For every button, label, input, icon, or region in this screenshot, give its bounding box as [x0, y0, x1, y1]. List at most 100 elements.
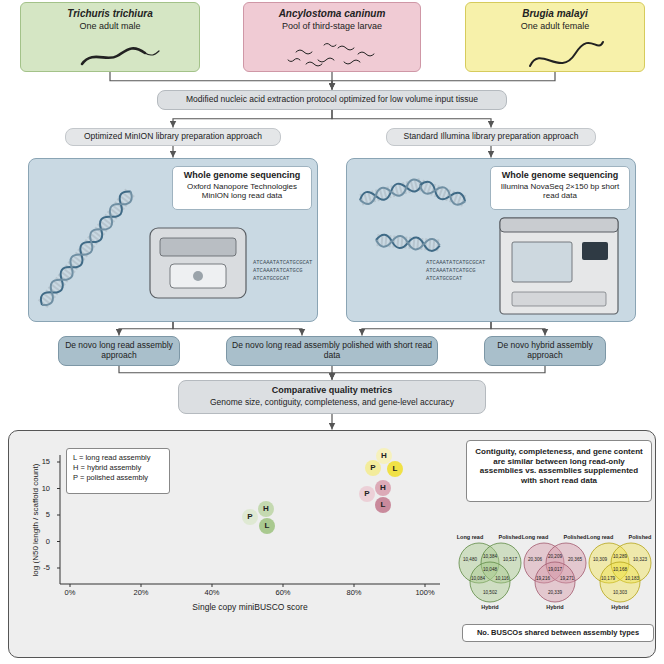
dna-fragment — [418, 179, 467, 207]
chart-text: ATCAAATATCATGCG — [253, 268, 303, 274]
chart-text: 10,289 — [613, 555, 627, 560]
dna-fragment — [358, 178, 423, 206]
assembly-box: De novo hybrid assembly approach — [484, 336, 606, 366]
chart-text: ATCAAATATCATGCGCAT — [426, 260, 485, 266]
connector — [332, 72, 555, 90]
process-band: Comparative quality metricsGenome size, … — [178, 380, 486, 414]
node-text: Pool of third-stage larvae — [250, 21, 414, 32]
chart-text: Long read — [522, 535, 549, 541]
chart-text: L — [393, 465, 398, 473]
chart-axes — [60, 455, 440, 584]
node-text: De novo long read assembly approach — [64, 340, 174, 360]
larvae-icon — [296, 50, 312, 54]
larvae-icon — [306, 62, 322, 66]
novaseq-instrument — [500, 218, 618, 314]
node-text: Trichuris trichiura — [27, 8, 193, 20]
larvae-icon — [288, 59, 300, 62]
node-text: Genome size, contiguity, completeness, a… — [185, 397, 479, 407]
minion-device — [170, 264, 226, 288]
minion-device — [193, 271, 203, 281]
chart-text: Long read — [587, 535, 614, 541]
dna-fragment — [375, 234, 440, 252]
dna-helix — [37, 188, 135, 309]
dna-fragment — [358, 178, 423, 206]
chart-text: 19,017 — [548, 568, 562, 573]
assembly-box: De novo long read assembly polished with… — [226, 336, 438, 366]
whipworm-icon — [82, 48, 159, 64]
connector — [173, 322, 302, 336]
node-text: H = hybrid assembly — [73, 463, 163, 472]
chart-text: 20,306 — [528, 558, 542, 563]
connector — [332, 110, 491, 128]
chart-text: 40% — [204, 589, 219, 597]
dna-helix — [37, 188, 135, 309]
chart-text: Single copy miniBUSCO score — [192, 603, 307, 612]
data-point — [387, 461, 403, 477]
chart-text: 10,502 — [483, 591, 497, 596]
chart-text: Polished — [499, 535, 522, 541]
chart-text: 15 — [42, 458, 50, 466]
chart-axes — [70, 584, 425, 587]
larvae-icon — [344, 60, 360, 64]
chart-text: -5 — [43, 564, 50, 572]
dna-fragment — [358, 178, 467, 252]
connector — [491, 322, 545, 336]
chart-text: 100% — [415, 589, 434, 597]
chart-text: 10,384 — [483, 555, 497, 560]
chart-text: 10,183 — [625, 577, 639, 582]
node-text: Oxford Nanopore Technologies MinION long… — [177, 182, 307, 201]
larvae-icon — [318, 58, 334, 62]
connector — [172, 146, 173, 158]
chart-text: 10,116 — [495, 577, 509, 582]
node-text: Brugia malayi — [472, 8, 638, 20]
label-box: Whole genome sequencingOxford Nanopore T… — [172, 166, 312, 210]
chart-text: 20,209 — [548, 555, 562, 560]
minion-device — [160, 238, 236, 256]
chart-text: 19,216 — [536, 577, 550, 582]
dna-helix — [37, 188, 135, 309]
data-point — [242, 509, 258, 525]
chart-text: ATCAAATATCATGCGCAT — [253, 260, 312, 266]
dna-fragment — [375, 234, 440, 252]
chart-text: Hybrid — [481, 605, 498, 611]
connector — [119, 322, 173, 336]
chart-text: 10,168 — [613, 568, 627, 573]
data-point — [365, 460, 381, 476]
chart-text: ATCATGCGCAT — [253, 276, 289, 282]
legend-box: L = long read assemblyH = hybrid assembl… — [66, 448, 170, 494]
minion-device — [150, 228, 246, 298]
chart-text: 20,339 — [548, 591, 562, 596]
data-point — [376, 448, 392, 464]
data-point — [258, 501, 274, 517]
process-band: Standard Illumina library preparation ap… — [386, 128, 596, 146]
chart-text: 10,517 — [503, 558, 517, 563]
chart-text: 10,084 — [471, 577, 485, 582]
node-text: Whole genome sequencing — [177, 170, 307, 181]
data-point — [375, 480, 391, 496]
node-text: Standard Illumina library preparation ap… — [393, 131, 589, 141]
node-text: Comparative quality metrics — [185, 385, 479, 396]
chart-text: H — [381, 452, 387, 460]
minion-device — [150, 228, 246, 298]
chart-text: ATCATGCGCAT — [426, 276, 462, 282]
chart-text: P — [370, 464, 375, 472]
chart-text: 10,309 — [593, 558, 607, 563]
data-point — [242, 448, 403, 534]
connector — [332, 366, 545, 380]
chart-text: 10,480 — [463, 558, 477, 563]
chart-text: Polished — [564, 535, 587, 541]
node-text: De novo long read assembly polished with… — [232, 340, 432, 360]
node-text: L = long read assembly — [73, 453, 163, 462]
chart-text: 5 — [46, 511, 50, 519]
data-point — [359, 486, 375, 502]
node-text: Whole genome sequencing — [495, 170, 625, 181]
node-text: Contiguity, completeness, and gene conte… — [473, 447, 645, 485]
venn-diagram — [470, 562, 510, 602]
chart-text: 60% — [275, 589, 290, 597]
chart-text: 10,048 — [483, 568, 497, 573]
venn-diagram — [459, 543, 651, 602]
chart-text: log (N50 length / scaffold count) — [32, 464, 40, 577]
larvae-icon — [358, 52, 374, 56]
process-band: Optimized MinION library preparation app… — [65, 128, 281, 146]
connector — [490, 146, 491, 158]
